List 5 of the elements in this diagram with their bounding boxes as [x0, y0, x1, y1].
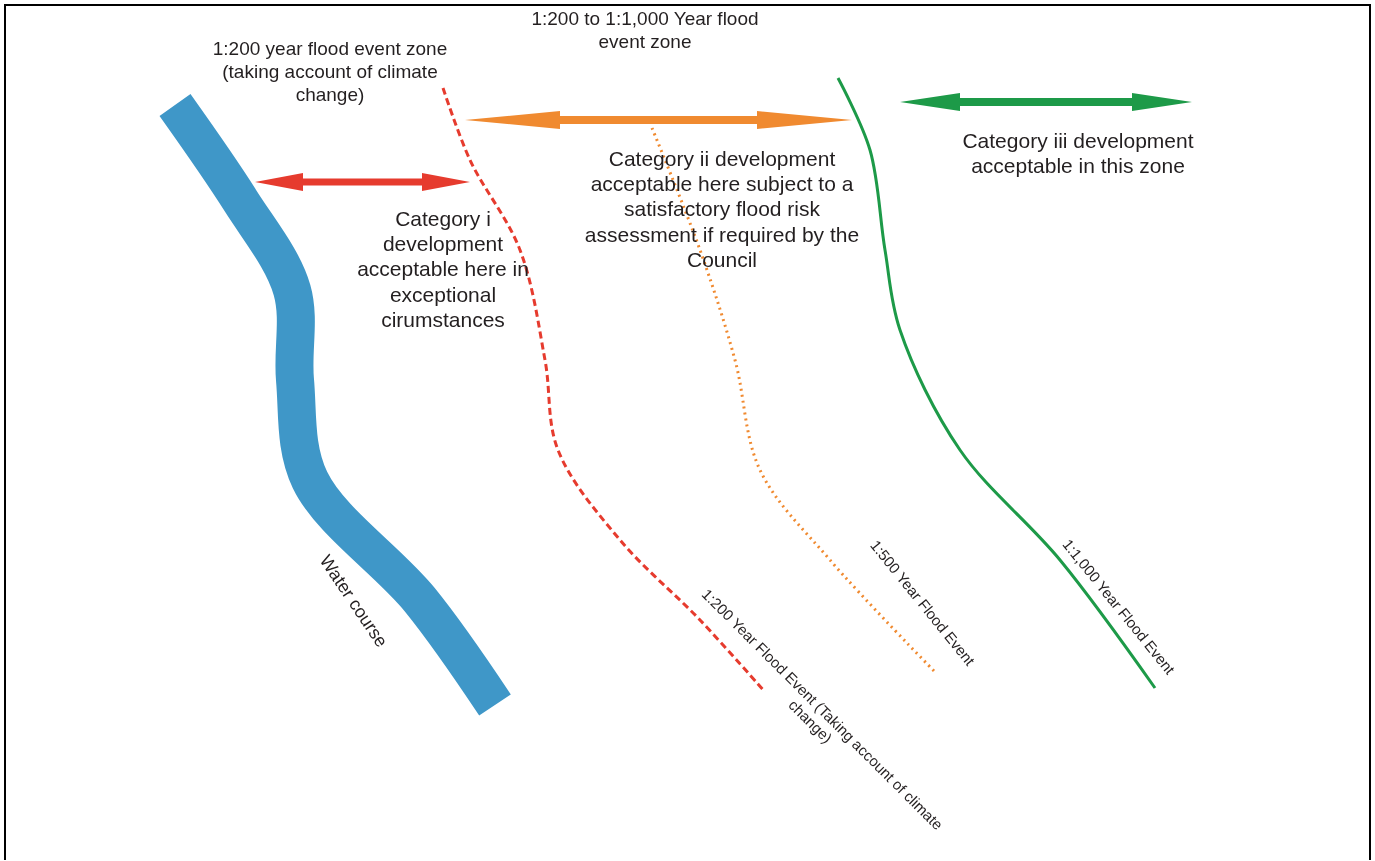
- zone-label: Category ii development acceptable here subject to a satisfactory flood risk assessment if required by the Council: [583, 146, 861, 272]
- zone-label: 1:200 year flood event zone (taking account of climate change): [211, 38, 449, 107]
- zone-label: Category i development acceptable here in exceptional cirumstances: [356, 206, 530, 332]
- zone-label: 1:200 to 1:1,000 Year flood event zone: [530, 8, 760, 54]
- zone-label: Category iii development acceptable in this zone: [961, 128, 1195, 179]
